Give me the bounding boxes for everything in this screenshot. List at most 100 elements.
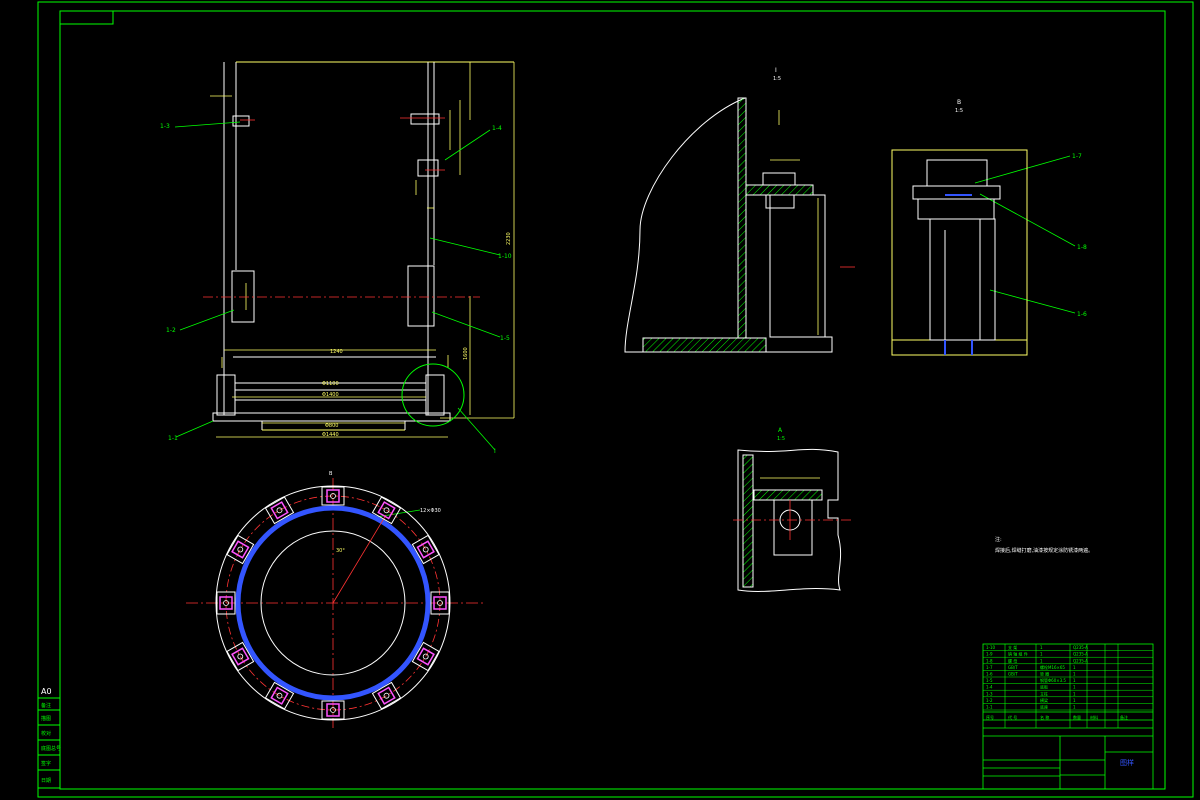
section-label-top: I xyxy=(775,67,777,74)
detail-circle-i xyxy=(401,363,465,427)
left-legend xyxy=(37,697,61,789)
title-block-header-cell: 数量 xyxy=(1073,714,1081,720)
dim-1440: Φ1440 xyxy=(322,432,339,438)
title-block-cell: 1-3 xyxy=(986,691,993,696)
section-label-top-scale: 1:5 xyxy=(773,76,781,82)
view-a-scale: 1:5 xyxy=(777,436,785,442)
title-block-cell: 1 xyxy=(1073,685,1076,690)
title-block-cell: 1-8 xyxy=(986,658,993,663)
title-block xyxy=(982,643,1154,790)
callout-1-7: 1-7 xyxy=(1072,153,1082,160)
legend-item-3: 底图总号 xyxy=(41,745,61,752)
ring-plan-view xyxy=(186,478,486,728)
dim-12x: 12×Φ30 xyxy=(420,508,441,514)
legend-item-0: 备注 xyxy=(41,702,51,709)
callout-1-2: 1-2 xyxy=(166,327,176,334)
title-block-cell: 1-5 xyxy=(986,678,993,683)
title-block-cell: 1-4 xyxy=(986,685,993,690)
note-heading: 注: xyxy=(995,536,1002,543)
ring-block xyxy=(226,534,255,565)
title-block-cell: 支 架 xyxy=(1008,644,1017,650)
ring-block xyxy=(321,486,345,506)
ring-block xyxy=(216,591,236,615)
section-view xyxy=(624,97,833,353)
title-block-name: 图样 xyxy=(1120,758,1134,767)
callout-leaders xyxy=(174,121,1076,519)
corner-label-box xyxy=(59,10,114,25)
inner-border xyxy=(59,10,1166,790)
outer-border xyxy=(37,1,1194,798)
legend-item-5: 日期 xyxy=(41,778,51,784)
title-block-cell: 垫 圈 xyxy=(1040,671,1049,677)
dim-1400: Φ1400 xyxy=(322,392,339,398)
dim-2230: 2230 xyxy=(506,232,512,245)
legend-item-2: 校对 xyxy=(41,730,51,737)
title-block-header-cell: 材料 xyxy=(1090,714,1098,720)
title-block-cell: GB/T xyxy=(1008,665,1018,670)
title-block-header-cell: 序号 xyxy=(986,714,994,720)
view-b-label: B xyxy=(957,99,961,106)
legend-item-1: 描图 xyxy=(41,715,51,722)
title-block-cell: 1-2 xyxy=(986,698,993,703)
callout-1-1: 1-1 xyxy=(168,435,178,442)
title-block-cell: 1 xyxy=(1073,678,1076,683)
view-b xyxy=(891,149,1028,356)
title-block-cell: 1 xyxy=(1040,652,1043,657)
title-block-cell: GB/T xyxy=(1008,672,1018,677)
ring-block xyxy=(411,641,440,672)
ring-mark: B xyxy=(329,471,333,477)
title-block-cell: 1-6 xyxy=(986,672,993,677)
legend-item-4: 签字 xyxy=(41,760,51,767)
title-block-header-cell: 名 称 xyxy=(1040,714,1049,720)
view-a xyxy=(733,448,852,592)
title-block-cell: 钢管Φ60×3.5 xyxy=(1040,677,1066,683)
title-block-header-cell: 备注 xyxy=(1120,714,1128,720)
dim-30deg: 30° xyxy=(336,548,345,554)
title-block-cell: Q235-A xyxy=(1073,658,1088,663)
dim-1100: Φ1100 xyxy=(322,381,339,387)
section-view-dims xyxy=(770,110,855,335)
title-block-cell: 1 xyxy=(1073,672,1076,677)
dim-1600: 1600 xyxy=(463,347,469,360)
ring-block xyxy=(264,496,295,525)
front-view xyxy=(212,61,514,431)
title-block-cell: 1 xyxy=(1040,645,1043,650)
ring-block xyxy=(371,496,402,525)
ring-block xyxy=(226,641,255,672)
title-block-cell: 螺 母 xyxy=(1008,657,1017,663)
callout-1-3: 1-3 xyxy=(160,123,170,130)
callout-1-8: 1-8 xyxy=(1077,244,1087,251)
title-block-cell: 1-7 xyxy=(986,665,993,670)
title-block-cell: 1 xyxy=(1073,665,1076,670)
title-block-cell: 底板 xyxy=(1040,684,1048,690)
title-block-cell: 销 轴 组 件 xyxy=(1008,651,1028,657)
callout-i: I xyxy=(494,448,496,455)
ring-block xyxy=(321,700,345,720)
view-a-label: A xyxy=(778,427,783,434)
title-block-cell: 底座 xyxy=(1040,704,1048,710)
title-block-cell: 横梁 xyxy=(1040,697,1048,703)
title-block-cell: 1 xyxy=(1040,658,1043,663)
title-block-cell: 立柱 xyxy=(1040,690,1048,696)
dim-1240: 1240 xyxy=(330,349,343,355)
callout-1-4: 1-4 xyxy=(492,125,502,132)
note-text: 焊接后,焊缝打磨,油漆按规定涂防锈漆两遍。 xyxy=(995,547,1093,554)
dim-800: Φ800 xyxy=(325,423,338,429)
front-view-dimensions xyxy=(210,62,515,438)
title-block-cell: 1 xyxy=(1073,691,1076,696)
title-block-cell: 1-1 xyxy=(986,705,993,710)
ring-block xyxy=(264,681,295,710)
ring-block xyxy=(371,681,402,710)
ring-block xyxy=(411,534,440,565)
callout-1-6: 1-6 xyxy=(1077,311,1087,318)
ring-block xyxy=(430,591,450,615)
title-block-cell: Q235-A xyxy=(1073,652,1088,657)
title-block-cell: 螺栓M16×65 xyxy=(1040,664,1065,670)
title-block-cell: 1-10 xyxy=(986,645,996,650)
ring-blocks xyxy=(216,486,450,720)
title-block-cell: 1 xyxy=(1073,705,1076,710)
title-block-header-cell: 代 号 xyxy=(1008,714,1017,720)
callout-1-10: 1-10 xyxy=(498,253,512,260)
